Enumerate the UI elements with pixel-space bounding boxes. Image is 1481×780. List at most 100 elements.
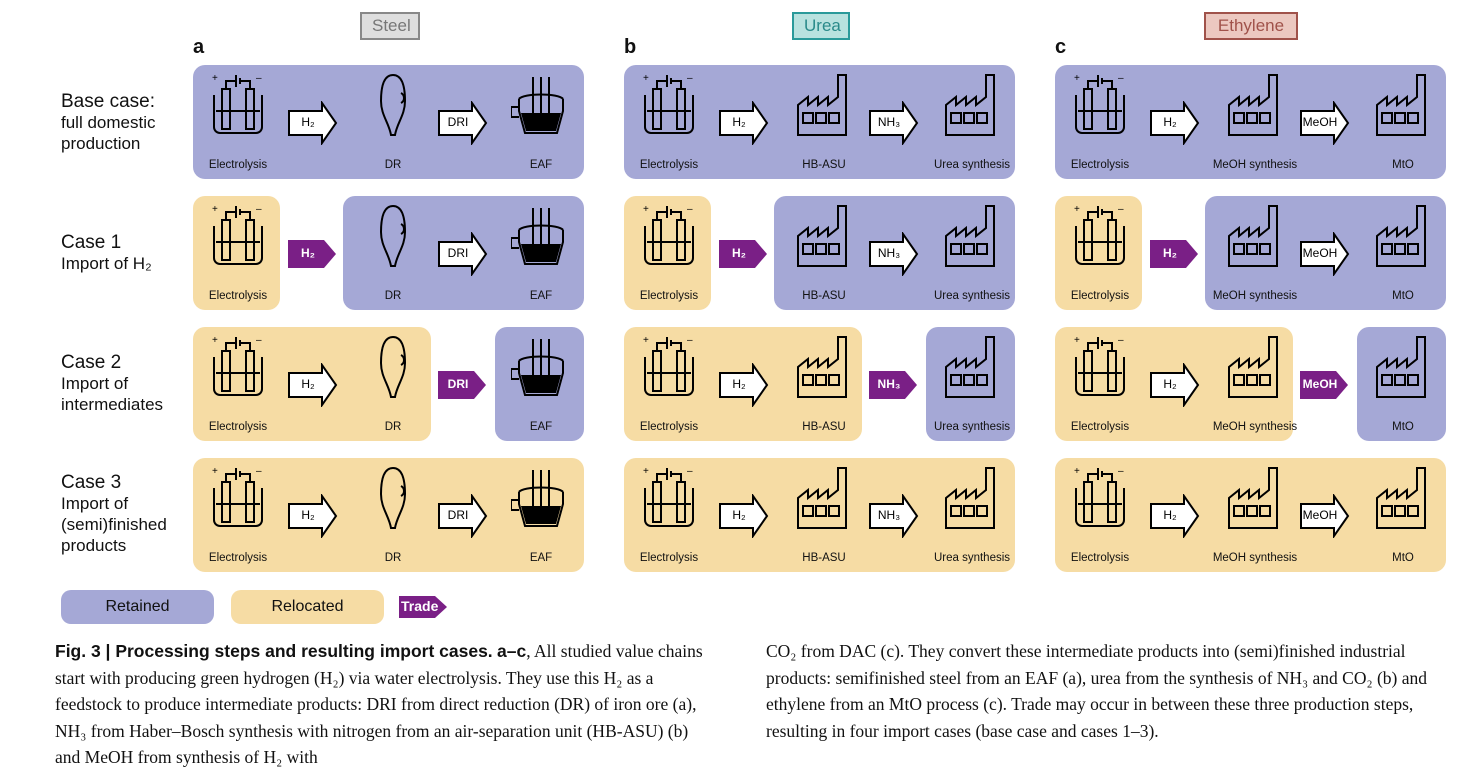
svg-text:+: + <box>212 466 218 477</box>
legend-relocated: Relocated <box>231 590 384 624</box>
step-label: Urea synthesis <box>933 421 1011 433</box>
caption-fig-title: Fig. 3 | Processing steps and resulting … <box>55 641 493 661</box>
intermediate-label: DRI <box>447 377 469 391</box>
factory-icon <box>797 205 847 267</box>
intermediate-label: H₂ <box>1163 246 1177 260</box>
intermediate-label: MeOH <box>1302 377 1338 391</box>
retained-box <box>193 65 584 179</box>
dr-furnace-icon <box>379 335 407 398</box>
electrolysis-icon: +– <box>1074 204 1125 265</box>
svg-text:–: – <box>687 73 693 84</box>
electrolysis-icon: +– <box>1074 73 1125 134</box>
step-label: Electrolysis <box>639 552 699 564</box>
svg-text:+: + <box>1074 204 1080 215</box>
step-label: Urea synthesis <box>933 552 1011 564</box>
flow-arrow-icon <box>719 494 769 538</box>
row-subtitle: Import of (semi)finished products <box>61 494 167 555</box>
factory-icon <box>1228 205 1278 267</box>
step-label: HB-ASU <box>802 290 846 302</box>
step-label: Electrolysis <box>1070 159 1130 171</box>
electrolysis-icon: +– <box>212 335 263 396</box>
caption-lead: a–c <box>497 641 527 661</box>
step-label: EAF <box>529 421 553 433</box>
flow-arrow-icon <box>869 101 919 145</box>
step-label: DR <box>384 552 402 564</box>
step-label: MtO <box>1392 421 1414 433</box>
svg-text:–: – <box>1118 204 1124 215</box>
factory-icon <box>945 336 995 398</box>
row-title: Base case: <box>61 91 155 112</box>
row-title: Case 1 <box>61 232 122 253</box>
panel-letter-b: b <box>624 36 637 58</box>
factory-icon <box>1228 336 1278 398</box>
eaf-icon <box>511 339 564 396</box>
intermediate-label: NH₃ <box>877 115 901 129</box>
step-label: Urea synthesis <box>933 159 1011 171</box>
flow-arrow-icon <box>288 494 338 538</box>
intermediate-label: H₂ <box>1163 115 1177 129</box>
step-label: Electrolysis <box>208 421 268 433</box>
intermediate-label: DRI <box>447 508 469 522</box>
flow-arrow-icon <box>719 363 769 407</box>
relocated-box <box>193 458 584 572</box>
flow-arrow-icon <box>438 101 488 145</box>
electrolysis-icon: +– <box>1074 335 1125 396</box>
step-label: Electrolysis <box>208 552 268 564</box>
step-label: Electrolysis <box>1070 552 1130 564</box>
flow-arrow-icon <box>1300 101 1350 145</box>
row-label-base: Base case: full domestic production <box>61 91 181 154</box>
electrolysis-icon: +– <box>1074 466 1125 527</box>
flow-arrow-icon <box>1150 494 1200 538</box>
factory-icon <box>797 74 847 136</box>
flow-arrow-icon <box>869 494 919 538</box>
trade-arrow-icon <box>399 596 447 618</box>
step-label: MeOH synthesis <box>1212 421 1298 433</box>
step-label: EAF <box>529 159 553 171</box>
svg-text:+: + <box>212 204 218 215</box>
intermediate-label: DRI <box>447 115 469 129</box>
row-label-case1: Case 1 Import of H₂ <box>61 232 181 274</box>
svg-text:–: – <box>687 466 693 477</box>
flow-arrow-icon <box>1300 232 1350 276</box>
row-subtitle: Import of intermediates <box>61 374 164 414</box>
svg-text:–: – <box>256 466 262 477</box>
electrolysis-icon: +– <box>212 73 263 134</box>
intermediate-label: H₂ <box>301 377 315 391</box>
factory-icon <box>1376 205 1426 267</box>
intermediate-label: DRI <box>447 246 469 260</box>
step-label: MeOH synthesis <box>1212 159 1298 171</box>
flow-arrow-icon <box>1300 494 1350 538</box>
electrolysis-icon: +– <box>212 466 263 527</box>
intermediate-label: MeOH <box>1302 115 1338 129</box>
svg-text:+: + <box>643 73 649 84</box>
step-label: Electrolysis <box>1070 290 1130 302</box>
flow-arrow-icon <box>288 363 338 407</box>
svg-text:–: – <box>256 204 262 215</box>
step-label: Electrolysis <box>1070 421 1130 433</box>
trade-arrow-icon <box>1150 240 1198 268</box>
caption-left-text: , All studied value chains start with pr… <box>55 641 703 767</box>
trade-arrow-icon <box>438 371 486 399</box>
intermediate-label: H₂ <box>732 377 746 391</box>
row-title: Case 3 <box>61 472 122 493</box>
eaf-icon <box>511 208 564 265</box>
factory-icon <box>945 74 995 136</box>
eaf-icon <box>511 77 564 134</box>
step-label: HB-ASU <box>802 552 846 564</box>
step-label: HB-ASU <box>802 421 846 433</box>
legend-trade: Trade <box>399 592 449 622</box>
row-subtitle: Import of H₂ <box>61 254 152 273</box>
factory-icon <box>1376 336 1426 398</box>
electrolysis-icon: +– <box>643 204 694 265</box>
factory-icon <box>1228 74 1278 136</box>
panel-letter-a: a <box>193 36 205 58</box>
flow-arrow-icon <box>869 232 919 276</box>
flow-arrow-icon <box>438 494 488 538</box>
electrolysis-icon: +– <box>643 335 694 396</box>
caption-left: Fig. 3 | Processing steps and resulting … <box>55 638 705 771</box>
step-label: Electrolysis <box>208 159 268 171</box>
factory-icon <box>797 467 847 529</box>
trade-arrow-icon <box>1300 371 1348 399</box>
row-subtitle: full domestic production <box>61 113 156 153</box>
row-label-case2: Case 2 Import of intermediates <box>61 352 181 415</box>
